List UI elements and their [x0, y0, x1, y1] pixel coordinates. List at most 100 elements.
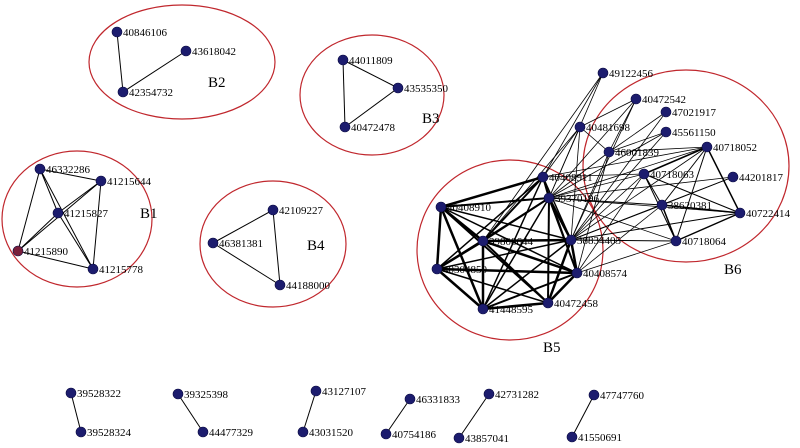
node-dot[interactable]	[603, 146, 615, 158]
node-dot[interactable]	[597, 67, 609, 79]
node-dot[interactable]	[207, 237, 219, 249]
node-dot[interactable]	[297, 426, 309, 438]
node-47747760[interactable]: 47747760	[588, 389, 645, 402]
node-dot[interactable]	[172, 388, 184, 400]
node-46332286[interactable]: 46332286	[34, 163, 91, 176]
edge-38834405-41448595	[482, 239, 572, 310]
node-42354732[interactable]: 42354732	[117, 86, 173, 99]
node-dot[interactable]	[87, 263, 99, 275]
node-dot[interactable]	[670, 235, 682, 247]
node-43618042[interactable]: 43618042	[180, 45, 236, 58]
node-40472458[interactable]: 40472458	[542, 297, 599, 310]
node-49122456[interactable]: 49122456	[597, 67, 654, 80]
node-41215890[interactable]: 41215890	[12, 245, 69, 258]
node-46381381[interactable]: 46381381	[207, 237, 263, 250]
node-dot[interactable]	[630, 93, 642, 105]
node-40472542[interactable]: 40472542	[630, 93, 686, 106]
node-38620381[interactable]: 38620381	[656, 199, 712, 212]
node-dot[interactable]	[339, 121, 351, 133]
node-dot[interactable]	[477, 235, 489, 247]
node-dot[interactable]	[404, 393, 416, 405]
node-dot[interactable]	[727, 171, 739, 183]
node-43031520[interactable]: 43031520	[297, 426, 354, 439]
node-44188000[interactable]: 44188000	[274, 279, 331, 292]
node-dot[interactable]	[483, 388, 495, 400]
node-39528324[interactable]: 39528324	[75, 426, 132, 439]
node-dot[interactable]	[12, 245, 24, 257]
node-39370196[interactable]: 39370196	[543, 192, 600, 205]
node-41550691[interactable]: 41550691	[566, 431, 622, 444]
edge-40408574-41448595	[482, 272, 578, 310]
edge-38620381-40408574	[576, 204, 663, 274]
node-dot[interactable]	[52, 207, 64, 219]
node-dot[interactable]	[180, 45, 192, 57]
node-40408910[interactable]: 40408910	[435, 201, 492, 214]
node-dot[interactable]	[453, 432, 465, 444]
node-dot[interactable]	[310, 385, 322, 397]
node-dot[interactable]	[337, 54, 349, 66]
node-38834405[interactable]: 38834405	[565, 234, 622, 247]
node-dot[interactable]	[34, 163, 46, 175]
node-dot[interactable]	[574, 121, 586, 133]
node-dot[interactable]	[701, 141, 713, 153]
node-45561150[interactable]: 45561150	[660, 126, 716, 139]
node-42731282[interactable]: 42731282	[483, 388, 539, 401]
node-dot[interactable]	[95, 175, 107, 187]
node-39808644[interactable]: 39808644	[477, 235, 534, 248]
node-40846106[interactable]: 40846106	[111, 26, 168, 39]
node-dot[interactable]	[267, 204, 279, 216]
node-40472478[interactable]: 40472478	[339, 121, 396, 134]
node-40722414[interactable]: 40722414	[734, 207, 791, 220]
node-dot[interactable]	[542, 297, 554, 309]
node-44011809[interactable]: 44011809	[337, 54, 393, 67]
node-dot[interactable]	[111, 26, 123, 38]
edge-40718052-39370196	[548, 146, 708, 199]
node-dot[interactable]	[734, 207, 746, 219]
node-label: 41215644	[107, 176, 152, 188]
node-40718064[interactable]: 40718064	[670, 235, 727, 248]
node-44201817[interactable]: 44201817	[727, 171, 784, 184]
node-dot[interactable]	[117, 86, 129, 98]
node-dot[interactable]	[431, 263, 443, 275]
node-dot[interactable]	[656, 199, 668, 211]
node-dot[interactable]	[588, 389, 600, 401]
node-40304850[interactable]: 40304850	[431, 263, 488, 276]
node-47021917[interactable]: 47021917	[660, 106, 717, 119]
node-44477329[interactable]: 44477329	[197, 426, 254, 439]
node-dot[interactable]	[660, 106, 672, 118]
node-dot[interactable]	[543, 192, 555, 204]
node-46001839[interactable]: 46001839	[603, 146, 660, 159]
node-dot[interactable]	[392, 82, 404, 94]
node-40718063[interactable]: 40718063	[638, 168, 695, 181]
node-dot[interactable]	[477, 303, 489, 315]
node-dot[interactable]	[274, 279, 286, 291]
node-dot[interactable]	[638, 168, 650, 180]
node-39528322[interactable]: 39528322	[65, 387, 121, 400]
node-43535350[interactable]: 43535350	[392, 82, 449, 95]
node-40408574[interactable]: 40408574	[571, 267, 628, 280]
node-40408911[interactable]: 40408911	[537, 171, 593, 184]
node-dot[interactable]	[65, 387, 77, 399]
node-41215644[interactable]: 41215644	[95, 175, 152, 188]
node-43857041[interactable]: 43857041	[453, 432, 509, 445]
node-dot[interactable]	[660, 126, 672, 138]
node-dot[interactable]	[197, 426, 209, 438]
edge-46001839-40408574	[576, 151, 610, 274]
node-dot[interactable]	[380, 428, 392, 440]
node-40754186[interactable]: 40754186	[380, 428, 437, 441]
node-dot[interactable]	[75, 426, 87, 438]
node-42109227[interactable]: 42109227	[267, 204, 324, 217]
node-40481698[interactable]: 40481698	[574, 121, 631, 134]
node-dot[interactable]	[435, 201, 447, 213]
node-40718052[interactable]: 40718052	[701, 141, 757, 154]
node-dot[interactable]	[537, 171, 549, 183]
node-dot[interactable]	[565, 234, 577, 246]
node-46331833[interactable]: 46331833	[404, 393, 461, 406]
node-41215778[interactable]: 41215778	[87, 263, 144, 276]
node-39325398[interactable]: 39325398	[172, 388, 229, 401]
node-dot[interactable]	[571, 267, 583, 279]
node-41448595[interactable]: 41448595	[477, 303, 534, 316]
node-41215827[interactable]: 41215827	[52, 207, 109, 220]
node-43127107[interactable]: 43127107	[310, 385, 367, 398]
node-dot[interactable]	[566, 431, 578, 443]
